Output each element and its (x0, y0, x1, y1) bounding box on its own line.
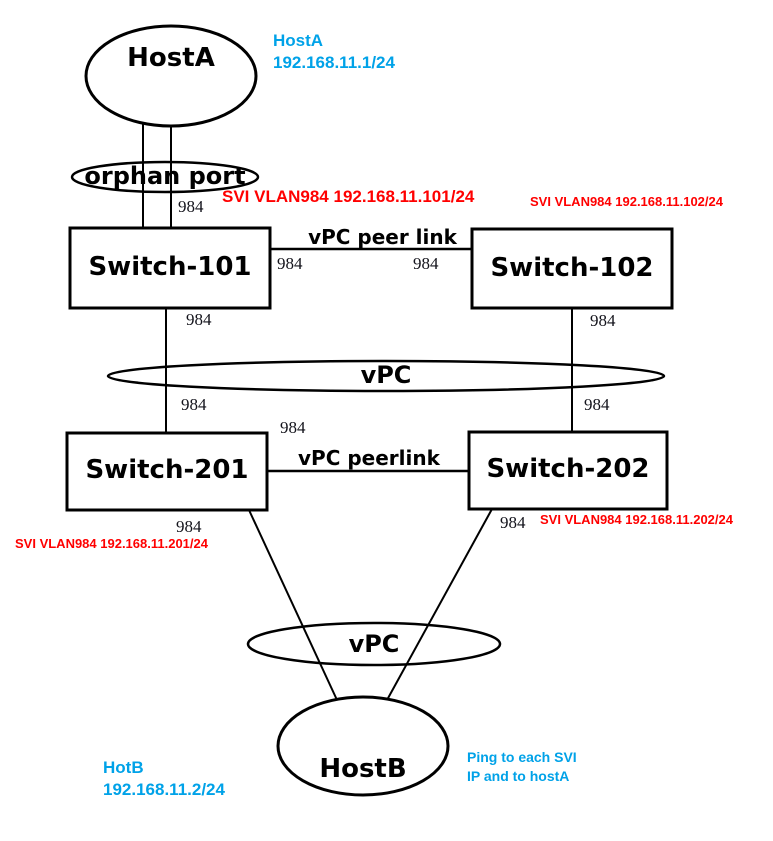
port-label-sw202-down: 984 (500, 513, 526, 532)
port-label-sw101-down: 984 (186, 310, 212, 329)
ping-instruction-line2: IP and to hostA (467, 768, 570, 784)
port-label-sw102-down: 984 (590, 311, 616, 330)
port-label-orphan: 984 (178, 197, 204, 216)
peer-link-bottom-label: vPC peerlink (298, 446, 440, 470)
hosta-ip-note-line1: HostA (273, 31, 324, 50)
orphan-port-ellipse (70, 160, 260, 194)
hostb-ip-note-line2: 192.168.11.2/24 (103, 780, 225, 799)
svi-annotation-switch202: SVI VLAN984 192.168.11.202/24 (540, 512, 733, 527)
port-label-peerlink-right: 984 (413, 254, 439, 273)
ping-instruction-note: Ping to each SVI IP and to hostA (467, 748, 577, 786)
switch101-label: Switch-101 (88, 252, 252, 282)
hostb-node (276, 695, 450, 797)
svi-annotation-switch101: SVI VLAN984 192.168.11.101/24 (222, 187, 475, 206)
peer-link-top-label: vPC peer link (308, 225, 457, 249)
switch201-node (65, 431, 269, 512)
vpc-lower-ellipse (246, 621, 502, 667)
port-label-sw201-down: 984 (176, 517, 202, 536)
ping-instruction-line1: Ping to each SVI (467, 749, 577, 765)
hosta-label: HostA (127, 43, 215, 73)
port-label-vpc-left: 984 (181, 395, 207, 414)
orphan-port-label: orphan port (84, 162, 246, 190)
vpc-upper-label: vPC (360, 361, 412, 389)
svi-annotation-switch102: SVI VLAN984 192.168.11.102/24 (530, 194, 723, 209)
hosta-ip-note-line2: 192.168.11.1/24 (273, 53, 395, 72)
switch202-hostb-link (386, 508, 493, 701)
port-label-sw201-up: 984 (280, 418, 306, 437)
switch101-node (68, 226, 272, 310)
vpc-upper-ellipse (106, 359, 666, 393)
hostb-ip-note: HotB 192.168.11.2/24 (103, 757, 225, 801)
vpc-lower-label: vPC (348, 630, 400, 658)
switch102-label: Switch-102 (490, 253, 654, 283)
hosta-ip-note: HostA 192.168.11.1/24 (273, 30, 395, 74)
hostb-ip-note-line1: HotB (103, 758, 144, 777)
switch202-node (467, 430, 669, 511)
switch201-label: Switch-201 (85, 455, 249, 485)
switch202-label: Switch-202 (486, 454, 650, 484)
switch201-hostb-link (248, 509, 338, 701)
hosta-node (84, 24, 258, 128)
switch102-node (470, 227, 674, 310)
port-label-peerlink-left: 984 (277, 254, 303, 273)
svi-annotation-switch201: SVI VLAN984 192.168.11.201/24 (15, 536, 208, 551)
port-label-vpc-right: 984 (584, 395, 610, 414)
hostb-label: HostB (319, 754, 407, 784)
